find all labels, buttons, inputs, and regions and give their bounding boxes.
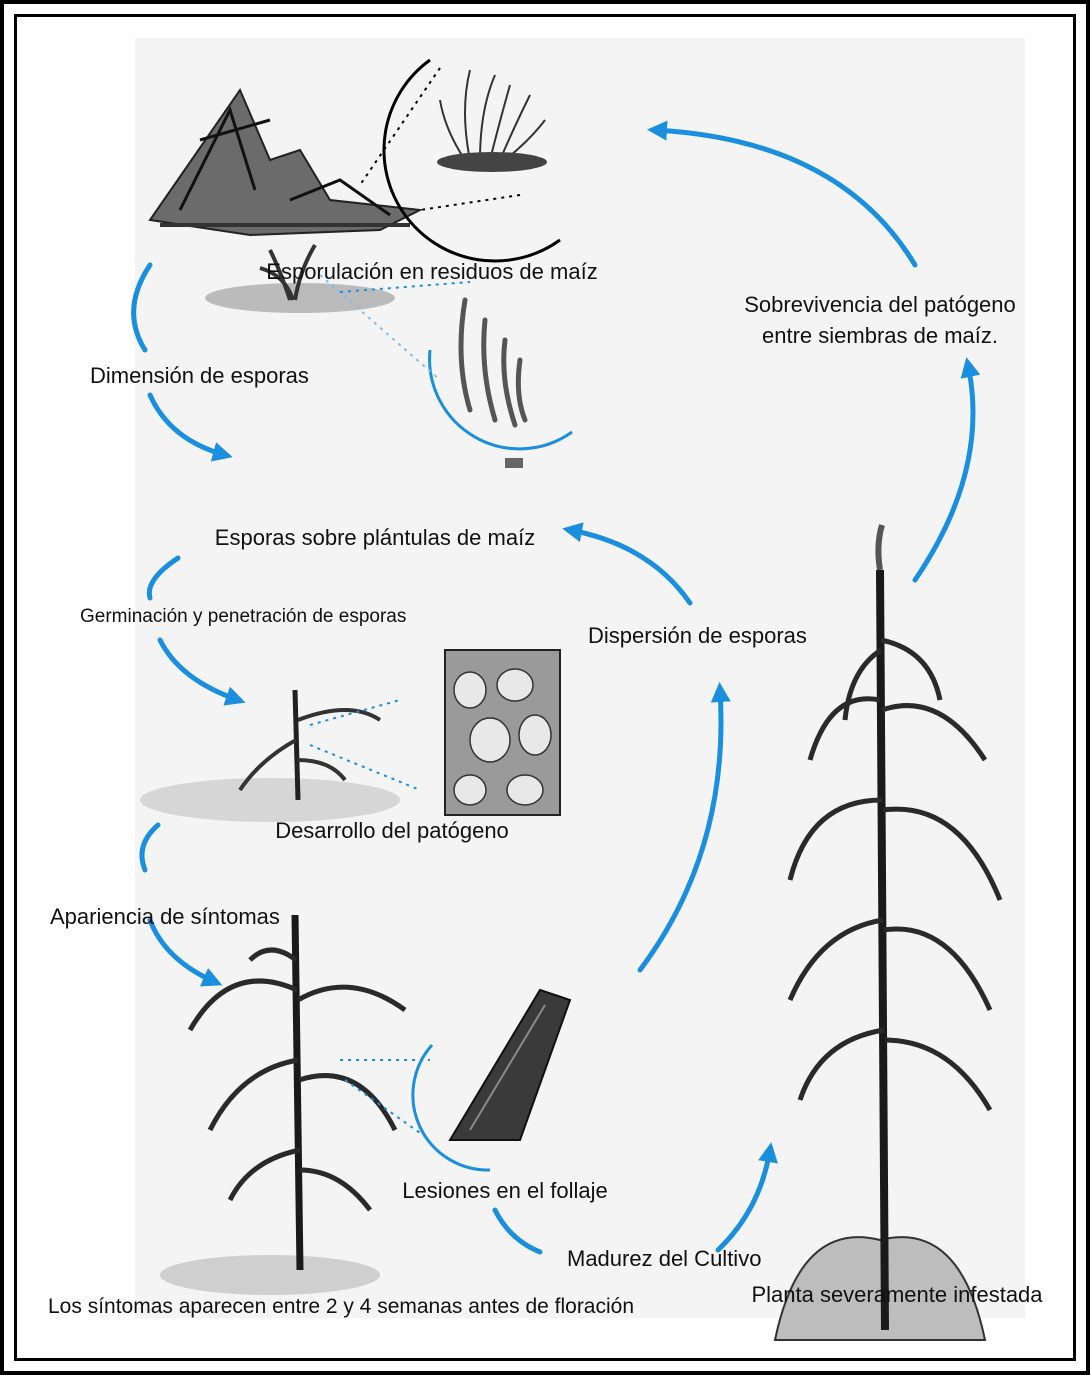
label-sintomas-nota: Los síntomas aparecen entre 2 y 4 semana… <box>48 1295 634 1318</box>
label-sobrevivencia-1: Sobrevivencia del patógeno <box>744 292 1016 317</box>
label-dispersion: Dispersión de esporas <box>588 623 807 648</box>
label-germinacion: Germinación y penetración de esporas <box>80 606 406 627</box>
label-planta: Planta severamente infestada <box>751 1282 1043 1307</box>
label-lesiones: Lesiones en el follaje <box>402 1178 607 1203</box>
label-sobrevivencia-2: entre siembras de maíz. <box>762 323 998 348</box>
label-apariencia: Apariencia de síntomas <box>50 904 280 929</box>
label-esporulacion: Esporulación en residuos de maíz <box>266 259 597 284</box>
label-madurez: Madurez del Cultivo <box>567 1246 761 1271</box>
label-dimension: Dimensión de esporas <box>90 363 309 388</box>
label-esporas-plantulas: Esporas sobre plántulas de maíz <box>215 525 535 550</box>
label-desarrollo: Desarrollo del patógeno <box>275 818 509 843</box>
tissue-cells-illustration <box>445 650 560 815</box>
